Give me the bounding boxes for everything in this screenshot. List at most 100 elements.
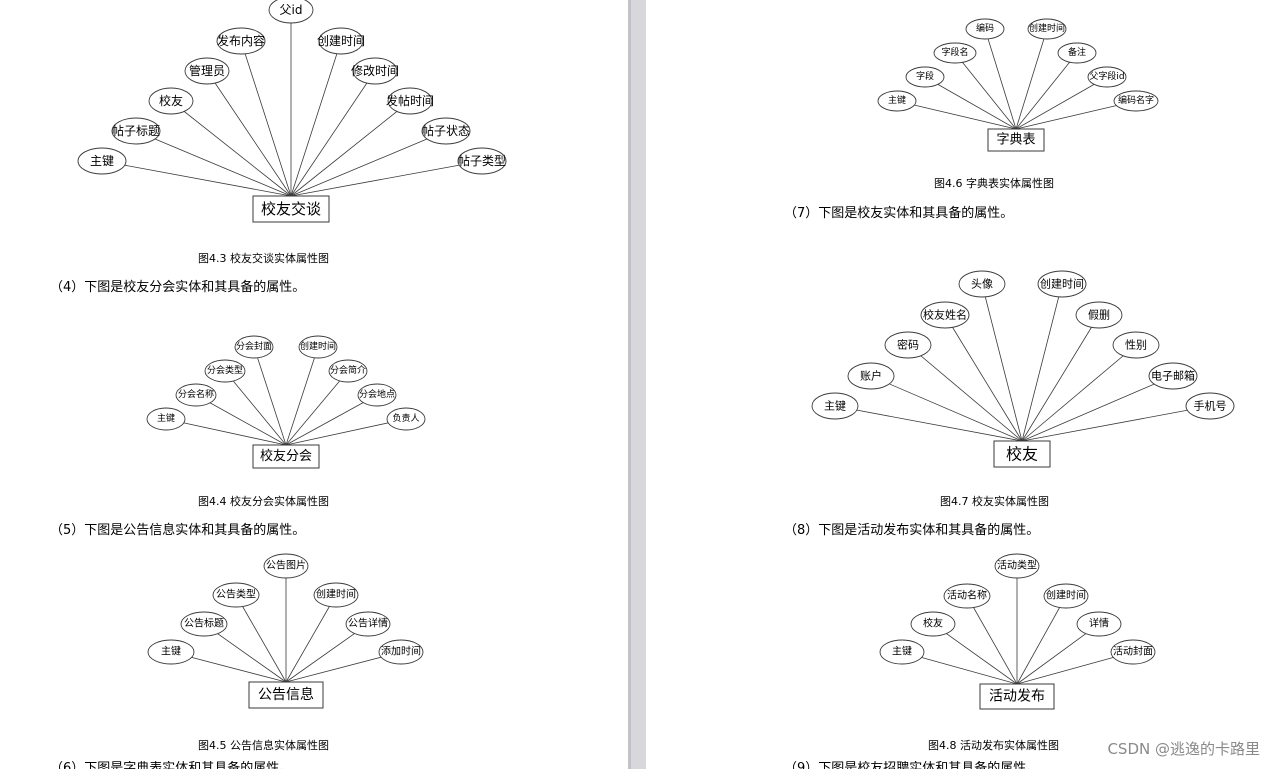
connector-line [135, 130, 292, 197]
attribute-node: 公告类型 [212, 582, 260, 608]
attribute-ellipse [811, 392, 859, 420]
attribute-label: 假删 [1088, 308, 1110, 322]
attribute-label: 主键 [90, 154, 114, 168]
attribute-label: 主键 [157, 412, 175, 424]
attribute-label: 父id [280, 3, 303, 17]
attribute-node: 父id [268, 0, 314, 24]
attribute-node: 校友姓名 [920, 301, 970, 329]
attribute-ellipse [263, 553, 309, 579]
attribute-node: 手机号 [1185, 392, 1235, 420]
connector-line [1015, 52, 1078, 130]
attribute-ellipse [1043, 583, 1089, 609]
connector-line [1016, 623, 1100, 685]
attribute-ellipse [147, 639, 195, 665]
attribute-label: 字段名 [941, 46, 968, 58]
attribute-label: 帖子类型 [458, 153, 506, 168]
attribute-label: 校友姓名 [923, 308, 967, 322]
attribute-ellipse [1185, 392, 1235, 420]
attribute-node: 主键 [879, 639, 925, 665]
attribute-node: 管理员 [184, 57, 230, 85]
attribute-label: 帖子状态 [422, 123, 470, 138]
attribute-node: 编码名字 [1113, 90, 1159, 112]
attribute-ellipse [180, 611, 228, 637]
attribute-ellipse [146, 407, 186, 431]
attribute-ellipse [965, 18, 1005, 40]
entity-box: 校友交谈 [252, 195, 330, 223]
connector-line [101, 160, 292, 197]
attribute-ellipse [298, 335, 338, 359]
page-gutter [628, 0, 646, 769]
attribute-label: 主键 [161, 645, 181, 658]
attribute-node: 编码 [965, 18, 1005, 40]
entity-box: 校友分会 [252, 444, 320, 469]
attribute-node: 负责人 [386, 407, 426, 431]
attribute-ellipse [216, 27, 266, 55]
entity-box: 字典表 [987, 128, 1045, 152]
entity-rect [252, 444, 320, 469]
entity-label: 公告信息 [258, 686, 314, 703]
attribute-label: 电子邮箱 [1151, 369, 1195, 383]
attribute-ellipse [877, 90, 917, 112]
entity-label: 校友交谈 [261, 200, 321, 218]
attribute-label: 活动类型 [997, 559, 1037, 572]
attribute-label: 主键 [824, 399, 846, 413]
attribute-node: 活动封面 [1110, 639, 1156, 665]
attribute-ellipse [1075, 301, 1123, 329]
connector-line [954, 52, 1017, 130]
attribute-node: 分会名称 [175, 383, 217, 407]
attribute-ellipse [1148, 362, 1198, 390]
connector-line [290, 40, 342, 197]
attribute-label: 主键 [892, 645, 912, 658]
attribute-ellipse [378, 639, 424, 665]
connector-line [235, 594, 287, 683]
attribute-ellipse [1110, 639, 1156, 665]
attribute-ellipse [1057, 42, 1097, 64]
connector-line [1021, 375, 1174, 442]
connector-line [924, 76, 1017, 130]
attribute-ellipse [884, 331, 932, 359]
attribute-label: 账户 [860, 369, 882, 383]
attribute-ellipse [1076, 611, 1122, 637]
attribute-label: 公告图片 [266, 559, 306, 572]
attribute-ellipse [910, 611, 956, 637]
attribute-label: 字段 [916, 70, 934, 82]
entity-label: 校友分会 [260, 448, 312, 464]
figure-caption-4-6: 图4.6 字典表实体属性图 [934, 177, 1054, 190]
connector-line [285, 418, 407, 446]
paragraph-8: （8）下图是活动发布实体和其具备的属性。 [784, 523, 1040, 538]
attribute-ellipse [1087, 66, 1127, 88]
attribute-ellipse [345, 611, 391, 637]
attribute-node: 分会类型 [204, 359, 246, 383]
entity-label: 活动发布 [989, 689, 1045, 705]
entity-box: 校友 [993, 440, 1051, 468]
page-divider [628, 0, 631, 769]
attribute-label: 公告类型 [216, 588, 256, 601]
attribute-ellipse [905, 66, 945, 88]
attribute-node: 分会地点 [357, 383, 397, 407]
attribute-label: 校友 [923, 617, 943, 630]
attribute-label: 编码 [976, 22, 994, 34]
attribute-ellipse [1027, 18, 1067, 40]
attribute-node: 账户 [847, 362, 895, 390]
attribute-label: 分会类型 [207, 364, 243, 376]
attribute-ellipse [175, 383, 217, 407]
connector-line [984, 28, 1017, 130]
attribute-label: 性别 [1125, 338, 1147, 352]
attribute-label: 创建时间 [317, 34, 365, 48]
attribute-node: 分会封面 [234, 335, 274, 359]
attribute-node: 分会简介 [328, 359, 368, 383]
attribute-node: 帖子状态 [421, 117, 471, 145]
connector-line [981, 283, 1023, 442]
connector-line [1021, 344, 1137, 442]
figure-caption-4-4: 图4.4 校友分会实体属性图 [198, 495, 329, 508]
attribute-node: 创建时间 [317, 27, 365, 55]
attribute-ellipse [933, 42, 977, 64]
attribute-node: 详情 [1076, 611, 1122, 637]
attribute-label: 管理员 [189, 63, 225, 78]
attribute-label: 修改时间 [351, 63, 399, 78]
attribute-node: 添加时间 [378, 639, 424, 665]
attribute-ellipse [234, 335, 274, 359]
attribute-label: 发布内容 [217, 33, 265, 48]
attribute-node: 父字段id [1087, 66, 1127, 88]
